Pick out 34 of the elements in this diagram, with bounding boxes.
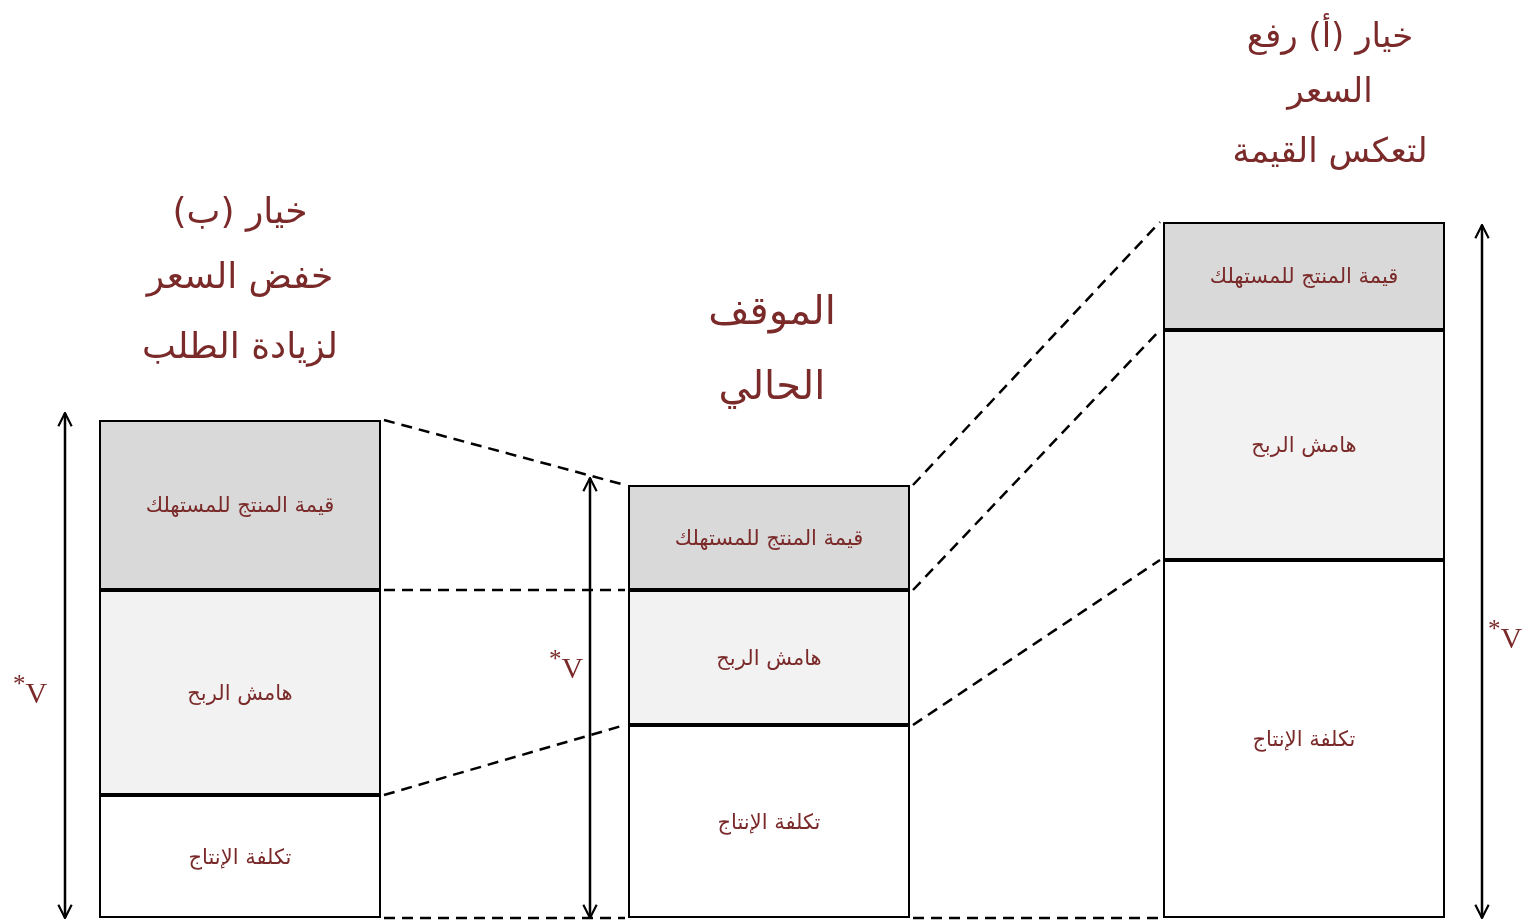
cost-box bbox=[1163, 560, 1445, 918]
dashed-line bbox=[384, 916, 625, 920]
cost-box bbox=[628, 725, 910, 918]
cost-box bbox=[99, 420, 381, 590]
cost-box bbox=[99, 795, 381, 918]
box-label: هامش الربح bbox=[187, 680, 293, 705]
heading: السعر bbox=[1287, 70, 1373, 110]
heading: خيار (ب) bbox=[172, 189, 308, 231]
box-label: تكلفة الإنتاج bbox=[188, 844, 292, 869]
cost-box bbox=[628, 485, 910, 590]
box-label: قيمة المنتج للمستهلك bbox=[1209, 264, 1399, 288]
dimension-label: $^{*}$V bbox=[12, 670, 48, 710]
heading: لزيادة الطلب bbox=[142, 324, 338, 366]
cost-box bbox=[1163, 222, 1445, 330]
dashed-line bbox=[913, 916, 1160, 920]
heading: خيار (أ) رفع bbox=[1246, 15, 1414, 55]
dashed-line bbox=[912, 558, 1161, 727]
dashed-line bbox=[384, 588, 625, 592]
dimension-label: $^{*}$V bbox=[1487, 615, 1523, 655]
heading: خفض السعر bbox=[146, 254, 334, 296]
dashed-line bbox=[912, 221, 1161, 486]
box-label: هامش الربح bbox=[1251, 433, 1357, 457]
box-label: تكلفة الإنتاج bbox=[1252, 727, 1356, 751]
cost-box bbox=[99, 590, 381, 795]
box-label: قيمة المنتج للمستهلك bbox=[674, 525, 864, 550]
box-label: تكلفة الإنتاج bbox=[717, 809, 821, 834]
box-label: قيمة المنتج للمستهلك bbox=[145, 493, 335, 517]
dimension-label: $^{*}$V bbox=[548, 645, 584, 685]
cost-box bbox=[628, 590, 910, 725]
heading: الموقف bbox=[708, 287, 836, 333]
cost-box bbox=[1163, 330, 1445, 560]
box-label: هامش الربح bbox=[716, 645, 822, 670]
heading: الحالي bbox=[718, 362, 826, 408]
heading: لتعكس القيمة bbox=[1232, 130, 1428, 170]
